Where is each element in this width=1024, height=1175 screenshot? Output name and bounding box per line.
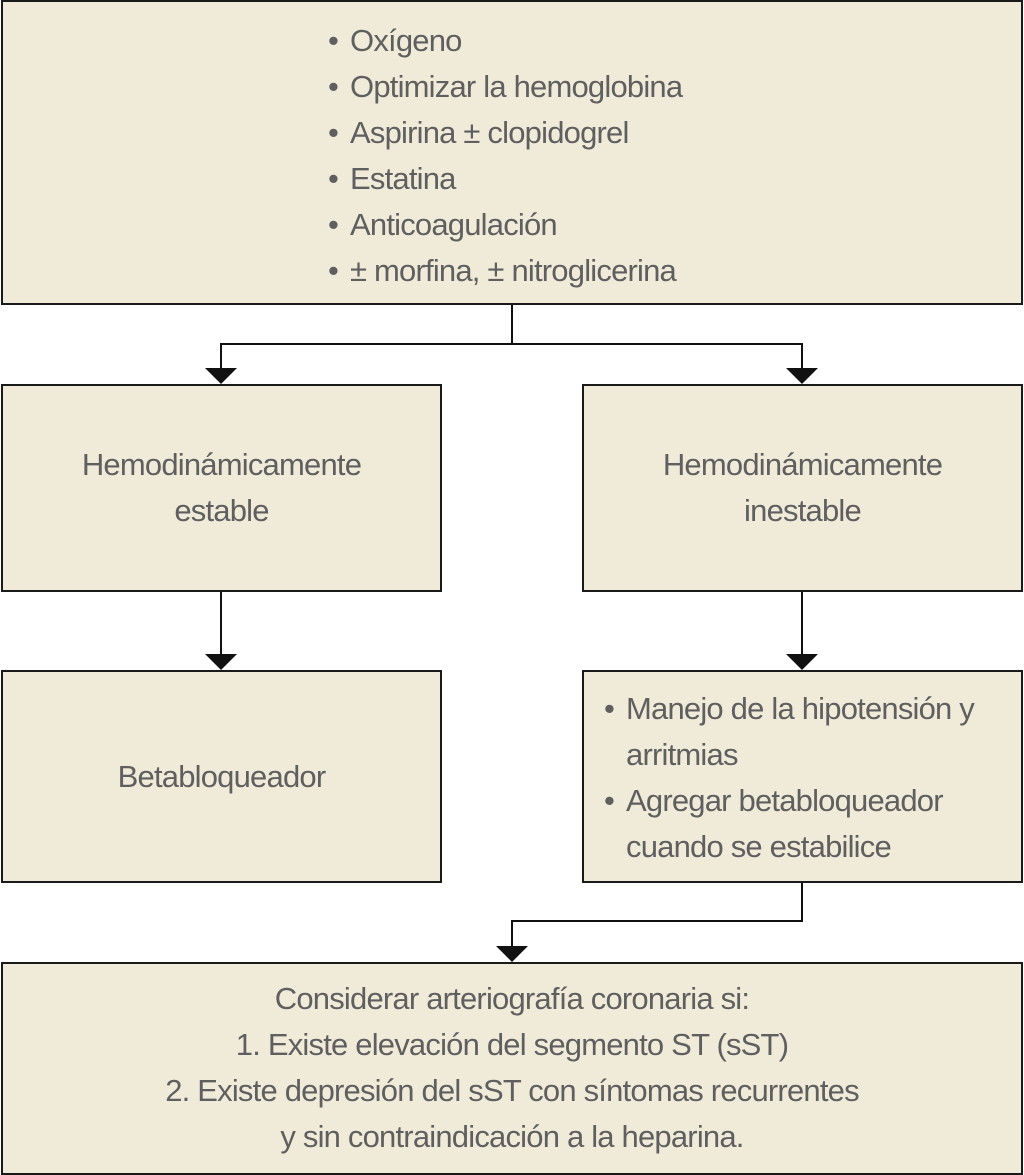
bullet-icon: • xyxy=(328,23,339,58)
connector-manage-bottom xyxy=(511,883,803,946)
coronary-angiography-box: Considerar arteriografía coronaria si: 1… xyxy=(1,962,1023,1175)
bullet-icon: • xyxy=(328,115,339,150)
unstable-box: Hemodinámicamente inestable xyxy=(582,384,1023,592)
arrow-head-unstable xyxy=(786,368,818,384)
criterion-2-continued: y sin contraindicación a la heparina. xyxy=(280,1119,744,1154)
bullet-icon: • xyxy=(328,253,339,288)
bullet-icon: • xyxy=(328,207,339,242)
stable-label-line2: estable xyxy=(174,493,269,528)
list-item: •Oxígeno xyxy=(328,18,682,64)
list-item: •Estatina xyxy=(328,156,682,202)
arrow-head-manage xyxy=(786,654,818,670)
arrow-head-bottom xyxy=(496,946,528,962)
stable-label-line1: Hemodinámicamente xyxy=(81,447,362,482)
bullet-icon: • xyxy=(328,69,339,104)
bullet-icon: • xyxy=(604,783,615,818)
arrow-head-beta xyxy=(205,654,237,670)
arrow-head-stable xyxy=(205,368,237,384)
bullet-icon: • xyxy=(604,691,615,726)
beta-blocker-label: Betabloqueador xyxy=(117,758,327,794)
angiography-heading: Considerar arteriografía coronaria si: xyxy=(274,981,750,1016)
bullet-icon: • xyxy=(328,161,339,196)
connector-top-split xyxy=(220,305,803,368)
unstable-label-line1: Hemodinámicamente xyxy=(662,447,943,482)
list-item: •Aspirina ± clopidogrel xyxy=(328,110,682,156)
beta-blocker-box: Betabloqueador xyxy=(1,670,442,883)
criterion-1: 1. Existe elevación del segmento ST (sST… xyxy=(235,1027,789,1062)
list-item: •Optimizar la hemoglobina xyxy=(328,64,683,110)
stable-box: Hemodinámicamente estable xyxy=(1,384,442,592)
list-item: •± morfina, ± nitroglicerina xyxy=(328,248,682,294)
list-item: •Anticoagulación xyxy=(328,202,682,248)
unstable-label-line2: inestable xyxy=(744,493,862,528)
criterion-2: 2. Existe depresión del sST con síntomas… xyxy=(165,1073,859,1108)
initial-treatment-box: •Oxígeno •Optimizar la hemoglobina •Aspi… xyxy=(1,0,1023,305)
